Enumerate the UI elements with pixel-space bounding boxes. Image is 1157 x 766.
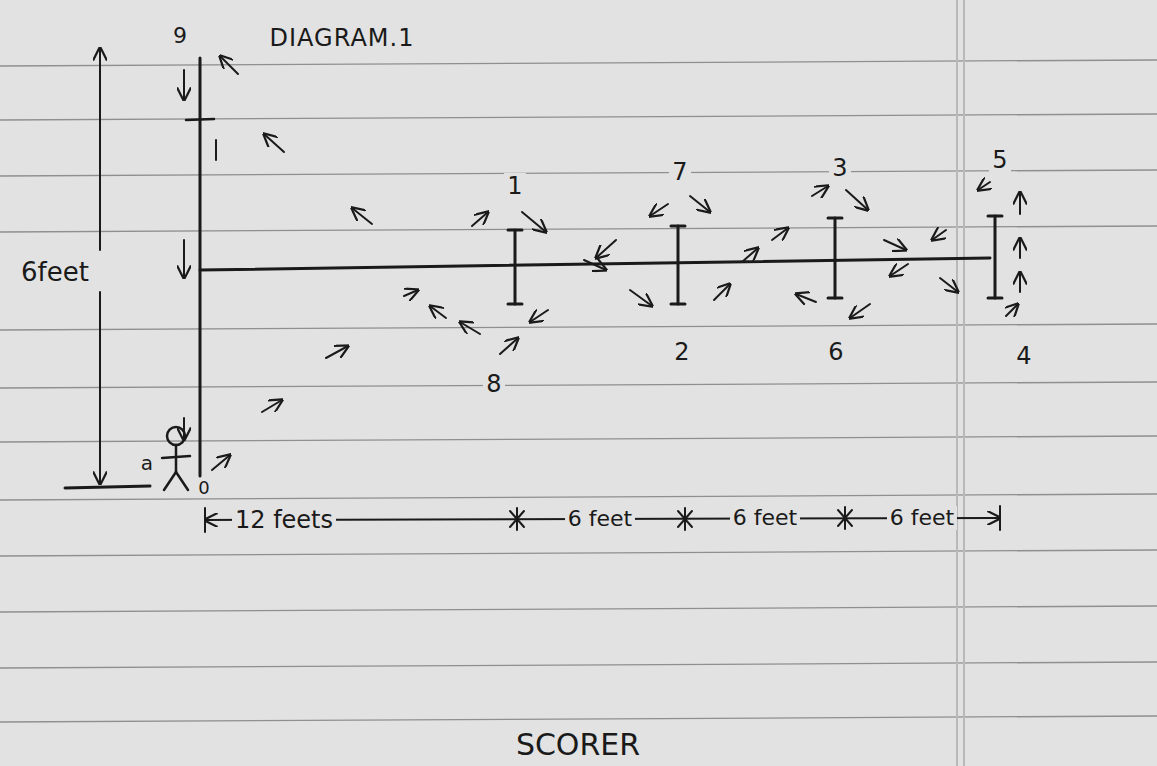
paper-margin — [957, 0, 964, 766]
callout-number: 4 — [1013, 343, 1034, 369]
paper-rules — [0, 60, 1157, 722]
callout-number: 8 — [483, 371, 504, 397]
dimension-label: 6 feet — [730, 506, 800, 530]
callout-number: 6 — [825, 339, 846, 365]
player-figure — [162, 427, 190, 490]
marker-sticks — [508, 216, 1002, 304]
callout-number: 9 — [170, 24, 190, 48]
run-arrows — [212, 56, 1020, 470]
ink-drawing — [65, 48, 1020, 532]
player-label: a — [138, 452, 156, 474]
scorer-label: SCORER — [513, 728, 643, 761]
callout-number: 7 — [669, 159, 690, 185]
diagram-title: DIAGRAM.1 — [267, 25, 418, 51]
callout-number: 5 — [989, 147, 1010, 173]
callout-number: 1 — [504, 173, 525, 199]
dimension-label: 6 feet — [565, 507, 635, 531]
callout-number: 2 — [671, 339, 692, 365]
callout-number: 3 — [829, 155, 850, 181]
dimension-label: 6 feet — [887, 506, 957, 530]
dimension-label: 12 feets — [232, 507, 336, 533]
origin-label: 0 — [195, 478, 212, 498]
centre-line — [200, 258, 990, 270]
dimension-label: 6feet — [18, 258, 92, 287]
